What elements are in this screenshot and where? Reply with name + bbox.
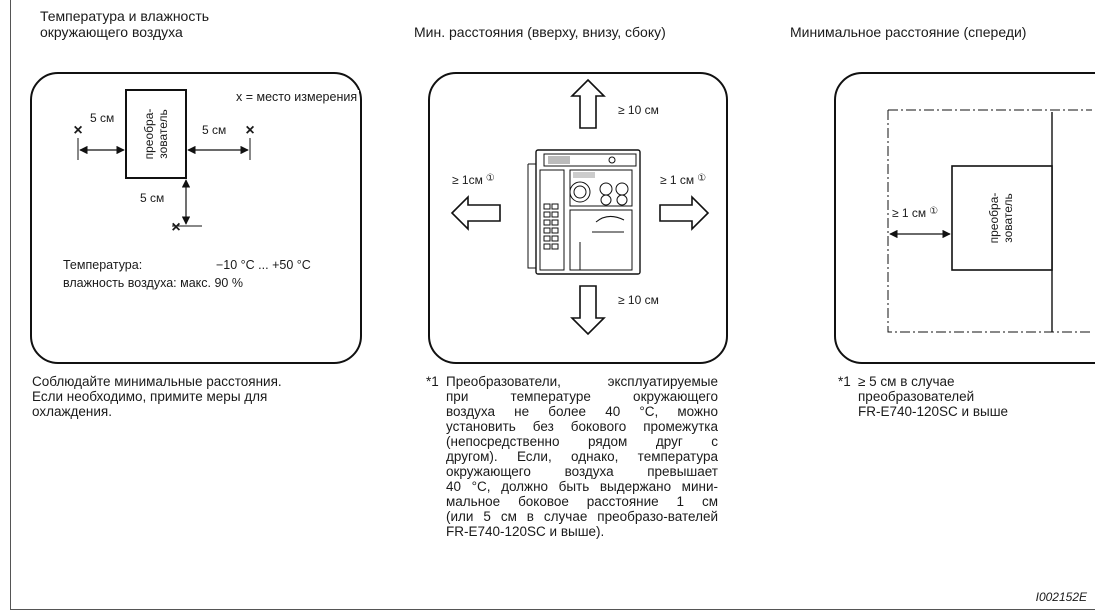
inverter-label-line2: зователь — [156, 109, 170, 159]
svg-text:≥ 1 см①: ≥ 1 см① — [660, 173, 706, 187]
front-distance-label: ≥ 1 см — [892, 206, 926, 220]
panel1-note-line3: охлаждения. — [32, 404, 112, 419]
footnote-line: установить без бокового промежутка — [446, 419, 718, 434]
inverter-device — [527, 149, 641, 275]
right-footnote-marker: ① — [697, 173, 706, 184]
panel1-note-line1: Соблюдайте минимальные расстояния. — [32, 374, 282, 389]
figure-id: I002152E — [1035, 590, 1087, 604]
panel3-title: Минимальное расстояние (спереди) — [790, 24, 1027, 40]
panel3-footnote-line1: ≥ 5 см в случае — [858, 374, 955, 389]
measure-point-left-icon: × — [73, 122, 82, 139]
inverter-box — [125, 89, 187, 179]
panel1-note-line2: Если необходимо, примите меры для — [32, 389, 268, 404]
distance-right-label: 5 см — [202, 123, 226, 137]
left-footnote-marker: ① — [486, 173, 495, 184]
panel3-footnote-line3: FR-E740-120SC и выше — [858, 404, 1009, 419]
footnote-line: мальное боковое расстояние 1 см — [446, 494, 718, 509]
temperature-value: −10 °C ... +50 °C — [216, 258, 311, 272]
footnote-line: Преобразователи, эксплуатируемые — [446, 374, 718, 389]
right-distance-label: ≥ 1 см — [660, 173, 694, 187]
footnote-line: FR-E740-120SC и выше). — [446, 524, 605, 539]
distance-left-label: 5 см — [90, 111, 114, 125]
inverter-label-line2: зователь — [1001, 193, 1015, 243]
footnote-line: при температуре окружающего — [446, 389, 718, 404]
panel2-footnote-ref: *1 — [426, 374, 439, 389]
top-distance-label: ≥ 10 см — [618, 103, 659, 117]
panel3-footnote-ref: *1 — [838, 374, 851, 389]
inverter-side-box — [951, 165, 1053, 271]
panel1-title-line2: окружающего воздуха — [40, 24, 183, 40]
measurement-legend: x = место измерения — [234, 90, 360, 104]
bottom-distance-label: ≥ 10 см — [618, 293, 659, 307]
footnote-line: другом). Если, однако, температура — [446, 449, 718, 464]
humidity-text: влажность воздуха: макс. 90 % — [63, 276, 243, 290]
figure-frame — [10, 0, 1095, 610]
panel2-footnote: Преобразователи, эксплуатируемые при тем… — [446, 374, 718, 539]
clearance-frame — [887, 109, 1092, 333]
footnote-line: (непосредственно рядом друг с — [446, 434, 718, 449]
panel3-footnote-line2: преобразователей — [858, 389, 975, 404]
front-footnote-marker: ① — [929, 206, 938, 217]
panel1-frame: преобра- зователь × 5 см × 5 см 5 см × Т… — [30, 72, 362, 364]
temperature-label: Температура: — [63, 258, 142, 272]
arrow-down-icon — [570, 285, 606, 336]
footnote-line: (или 5 см в случае преобразо-вателей — [446, 509, 718, 524]
inverter-label-line1: преобра- — [987, 193, 1001, 244]
panel1-diagram: преобра- зователь × 5 см × 5 см 5 см × Т… — [63, 89, 311, 290]
left-distance-label: ≥ 1см — [452, 173, 483, 187]
distance-bottom-label: 5 см — [140, 191, 164, 205]
measure-point-right-icon: × — [245, 122, 254, 139]
arrow-left-icon — [450, 195, 501, 231]
arrow-up-icon — [570, 78, 606, 129]
measure-point-bottom-icon: × — [171, 219, 180, 236]
arrow-right-icon — [659, 195, 710, 231]
footnote-line: окружающего воздуха превышает — [446, 464, 718, 479]
svg-text:≥ 1 см①: ≥ 1 см① — [892, 206, 938, 220]
footnote-line: воздуха не более 40 °C, можно — [446, 404, 718, 419]
footnote-line: 40 °C, должно быть выдержано мини- — [446, 479, 718, 494]
panel1-title-line1: Температура и влажность — [40, 8, 210, 24]
panel2-title: Мин. расстояния (вверху, внизу, сбоку) — [414, 24, 666, 40]
inverter-label-line1: преобра- — [142, 109, 156, 160]
